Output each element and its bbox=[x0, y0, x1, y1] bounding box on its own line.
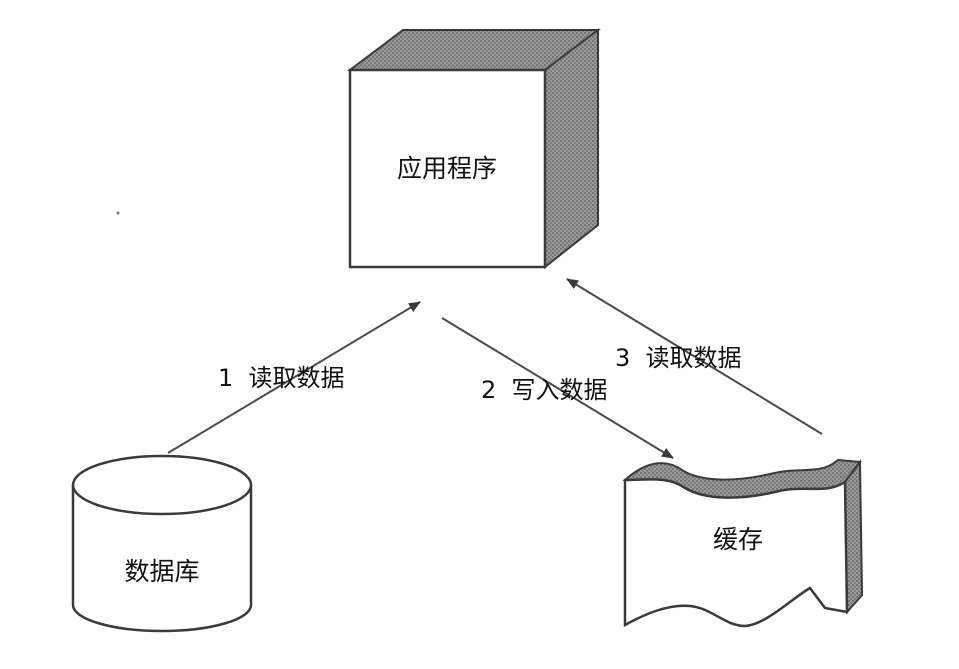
edge-app-to-cache-line bbox=[441, 317, 674, 459]
app-box-side bbox=[544, 27, 599, 270]
edge-cache-to-app-label: 3 读取数据 bbox=[615, 344, 742, 372]
app-node: 应用程序 bbox=[347, 27, 601, 270]
edge-db-to-app-line bbox=[167, 301, 421, 454]
scan-speck bbox=[116, 211, 120, 215]
database-node: 数据库 bbox=[71, 454, 253, 633]
edge-db-to-app-label: 1 读取数据 bbox=[218, 364, 345, 392]
app-box-front bbox=[348, 68, 547, 269]
database-label: 数据库 bbox=[124, 557, 199, 586]
edge-app-to-cache-label: 2 写入数据 bbox=[481, 376, 608, 404]
database-body bbox=[71, 485, 253, 633]
cache-label: 缓存 bbox=[713, 525, 763, 554]
app-label: 应用程序 bbox=[397, 154, 497, 183]
edge-cache-to-app-line bbox=[566, 278, 823, 435]
edge-cache-to-app: 3 读取数据 bbox=[566, 278, 823, 435]
database-top bbox=[71, 454, 253, 516]
edge-db-to-app: 1 读取数据 bbox=[167, 301, 421, 454]
cache-front bbox=[623, 478, 849, 628]
cache-node: 缓存 bbox=[622, 458, 864, 628]
edge-app-to-cache: 2 写入数据 bbox=[441, 317, 674, 459]
